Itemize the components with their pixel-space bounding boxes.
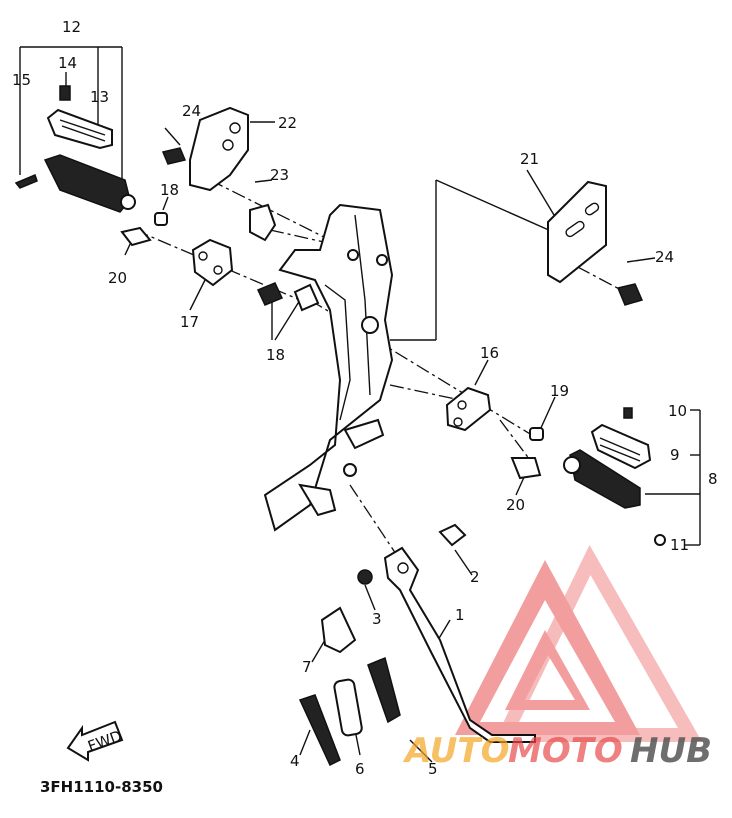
callout: 4 xyxy=(290,752,300,770)
callout: 7 xyxy=(302,658,312,676)
frame-structure xyxy=(263,203,394,532)
callout: 9 xyxy=(670,446,680,464)
callout: 24 xyxy=(182,102,201,120)
watermark-text: AUTO MOTO HUB xyxy=(402,731,712,771)
left-bracket xyxy=(120,212,320,312)
watermark-logo xyxy=(455,545,703,742)
part-code: 3FH1110-8350 xyxy=(40,778,163,796)
callout: 5 xyxy=(428,760,438,778)
callout: 14 xyxy=(58,54,77,72)
right-plate xyxy=(547,180,644,306)
callout: 23 xyxy=(270,166,289,184)
callout: 20 xyxy=(506,496,525,514)
callout: 19 xyxy=(550,382,569,400)
callout: 21 xyxy=(520,150,539,168)
right-bracket xyxy=(445,386,544,480)
callout: 12 xyxy=(62,18,81,36)
callout: 11 xyxy=(670,536,689,554)
callout: 22 xyxy=(278,114,297,132)
fwd-arrow-icon: FWD xyxy=(66,720,124,762)
callout: 13 xyxy=(90,88,109,106)
callout: 20 xyxy=(108,269,127,287)
callout: 1 xyxy=(455,606,465,624)
callout-labels: 12 14 15 13 24 22 21 23 18 24 20 17 18 1… xyxy=(12,18,718,778)
callout: 17 xyxy=(180,313,199,331)
callout: 16 xyxy=(480,344,499,362)
bracket-plates xyxy=(161,106,277,242)
callout: 2 xyxy=(470,568,480,586)
callout: 6 xyxy=(355,760,365,778)
sidestand xyxy=(298,523,536,767)
callout: 10 xyxy=(668,402,687,420)
watermark-moto: MOTO xyxy=(508,731,623,771)
watermark-hub: HUB xyxy=(630,731,712,771)
callout: 18 xyxy=(160,181,179,199)
watermark-auto: AUTO xyxy=(402,731,510,771)
left-footrest xyxy=(14,85,136,213)
callout: 3 xyxy=(372,610,382,628)
right-footrest xyxy=(563,407,666,546)
callout: 18 xyxy=(266,346,285,364)
callout: 8 xyxy=(708,470,718,488)
callout: 15 xyxy=(12,71,31,89)
callout: 24 xyxy=(655,248,674,266)
